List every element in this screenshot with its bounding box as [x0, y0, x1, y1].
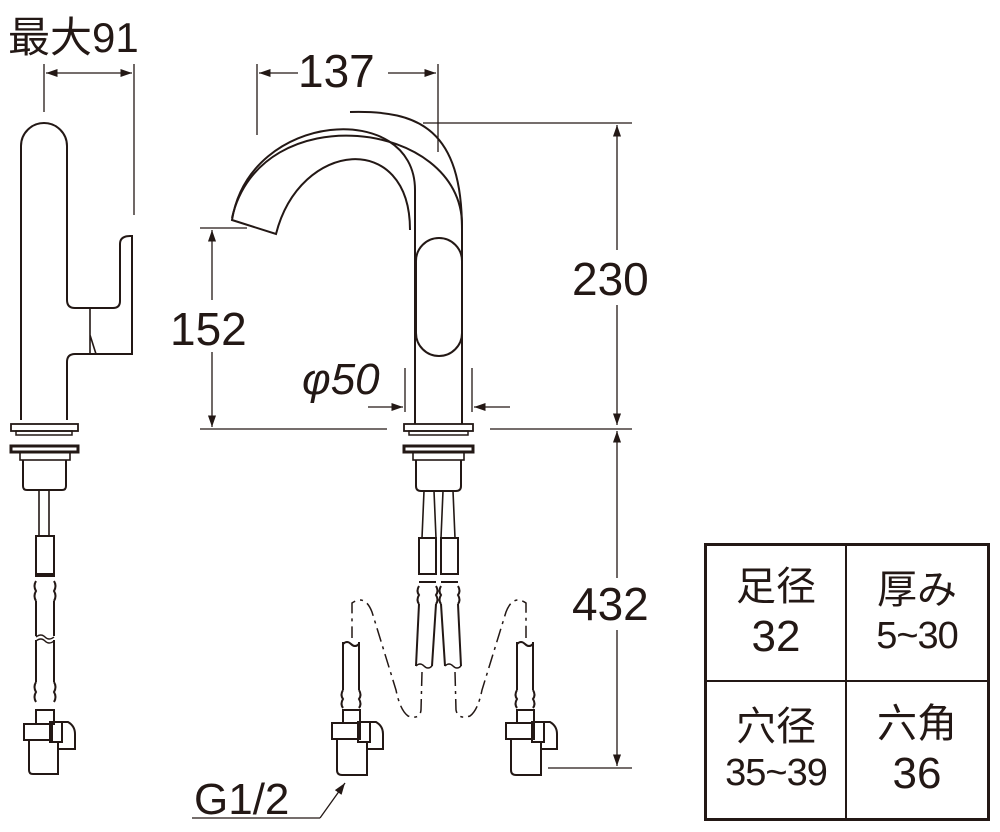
- spec-value: 32: [751, 611, 801, 661]
- spec-value: 5~30: [876, 615, 959, 658]
- spec-label: 厚み: [877, 567, 957, 614]
- spout-height-label: 152: [170, 303, 247, 355]
- max-lever-reach-label: 最大91: [8, 14, 139, 61]
- spec-value: 36: [892, 748, 942, 798]
- base-diameter-label: φ50: [302, 355, 380, 404]
- spec-label: 六角: [877, 700, 957, 747]
- spec-table: 足径 32 厚み 5~30 穴径 35~39 六角 36: [704, 543, 990, 821]
- spec-cell-foot-diameter: 足径 32: [707, 546, 847, 682]
- spec-cell-hole-diameter: 穴径 35~39: [707, 682, 847, 818]
- front-view: [230, 110, 558, 776]
- spout-reach-label: 137: [298, 45, 375, 97]
- spec-cell-hex-size: 六角 36: [847, 682, 987, 818]
- connection-thread-label: G1/2: [194, 775, 289, 824]
- hose-length-label: 432: [572, 578, 649, 630]
- spec-label: 穴径: [736, 704, 816, 751]
- spec-value: 35~39: [725, 752, 828, 795]
- spec-label: 足径: [736, 563, 816, 610]
- spec-cell-thickness: 厚み 5~30: [847, 546, 987, 682]
- side-view: [9, 64, 135, 775]
- dimension-lines: [192, 64, 632, 819]
- body-height-label: 230: [572, 253, 649, 305]
